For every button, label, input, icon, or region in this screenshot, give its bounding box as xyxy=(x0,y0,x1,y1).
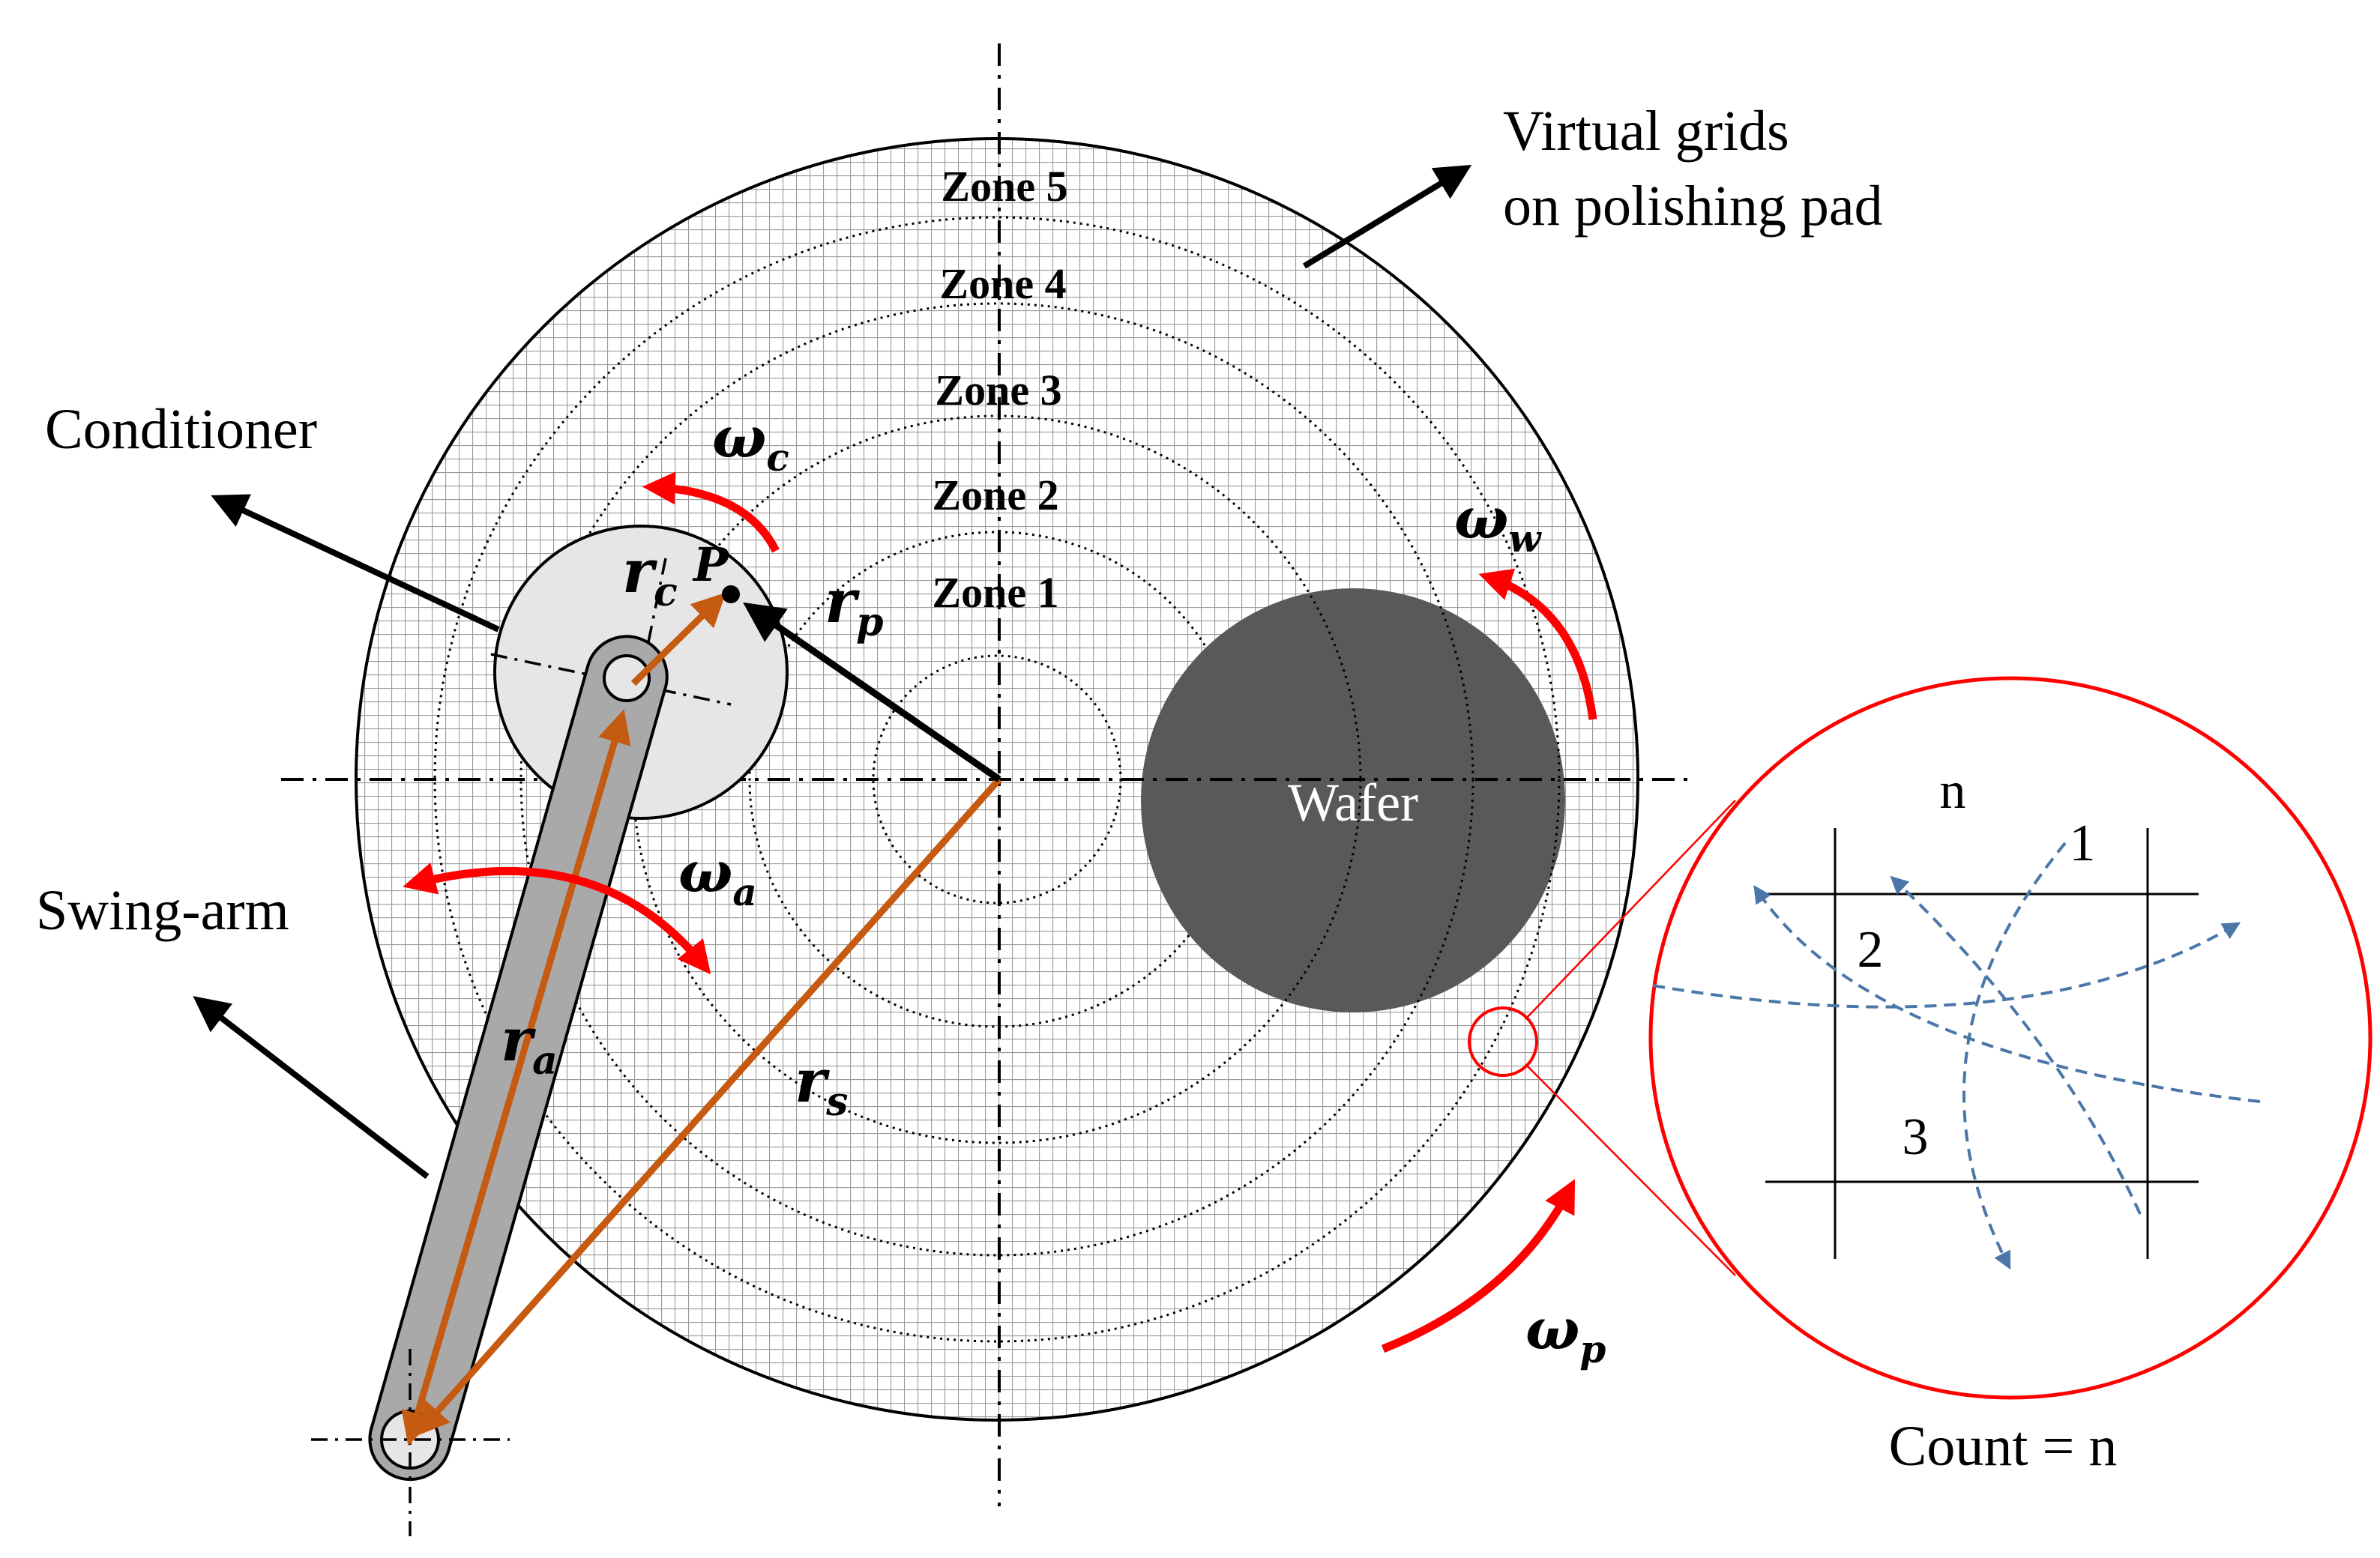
wafer-label: Wafer xyxy=(1288,773,1418,833)
virtual-grids-label-line2: on polishing pad xyxy=(1503,175,1883,238)
zone-2-label: Zone 2 xyxy=(932,471,1058,519)
omega-p-arrow xyxy=(1381,1179,1576,1353)
swing-arm-leader xyxy=(193,996,430,1180)
omega-a-label: ωa xyxy=(678,839,757,914)
omega-p-label: ωp xyxy=(1525,1296,1606,1371)
magnify-source-circle xyxy=(1468,1006,1538,1077)
r-c-label: rc xyxy=(622,536,678,615)
conditioner-leader xyxy=(211,494,500,632)
leader-arrows xyxy=(193,165,1472,1180)
zone-labels: Zone 5 Zone 4 Zone 3 Zone 2 Zone 1 xyxy=(932,162,1067,617)
virtual-grids-leader xyxy=(1302,165,1472,269)
omega-a-arrow xyxy=(403,862,711,975)
r-c-vector xyxy=(630,592,726,686)
arm-joint-upper xyxy=(603,654,651,702)
omega-w-label: ωw xyxy=(1454,485,1542,561)
geometry-vectors xyxy=(401,592,1002,1446)
inset-path-3-label: 3 xyxy=(1903,1108,1929,1166)
wafer: Wafer xyxy=(1141,588,1565,1012)
path-curve-1 xyxy=(1962,842,2067,1270)
path-curve-3 xyxy=(1753,884,2261,1103)
point-p-label: P xyxy=(692,537,730,592)
path-curve-4 xyxy=(1652,922,2241,1009)
inset-path-2-label: 2 xyxy=(1858,921,1884,979)
omega-c-arrow xyxy=(642,471,780,553)
swing-arm-label: Swing-arm xyxy=(36,879,289,942)
conditioner-label: Conditioner xyxy=(45,398,317,461)
inset-path-1-label: 1 xyxy=(2070,815,2096,872)
r-s-vector xyxy=(415,777,1002,1437)
inset-paths xyxy=(1652,842,2261,1270)
zone-4-label: Zone 4 xyxy=(939,259,1066,308)
virtual-grids-label-line1: Virtual grids xyxy=(1503,100,1789,163)
inset-grid-cell xyxy=(1765,828,2199,1259)
r-p-label: rp xyxy=(825,566,884,645)
zone-5-label: Zone 5 xyxy=(941,162,1067,211)
r-a-label: ra xyxy=(501,1004,558,1084)
rotation-arrows xyxy=(403,471,1597,1353)
zone-1-label: Zone 1 xyxy=(932,568,1058,617)
magnification-inset: n 1 2 3 xyxy=(1468,676,2373,1400)
r-a-vector xyxy=(401,709,631,1446)
omega-c-label: ωc xyxy=(712,404,789,480)
r-s-label: rs xyxy=(795,1045,848,1125)
path-curve-2 xyxy=(1890,875,2142,1215)
count-label: Count = n xyxy=(1889,1415,2118,1478)
inset-cell-label: n xyxy=(1940,762,1966,820)
point-p-dot xyxy=(722,585,740,603)
omega-w-arrow xyxy=(1478,568,1597,720)
zone-1-boundary xyxy=(872,654,1122,905)
r-p-vector xyxy=(743,602,1001,782)
inset-circle xyxy=(1648,676,2373,1400)
